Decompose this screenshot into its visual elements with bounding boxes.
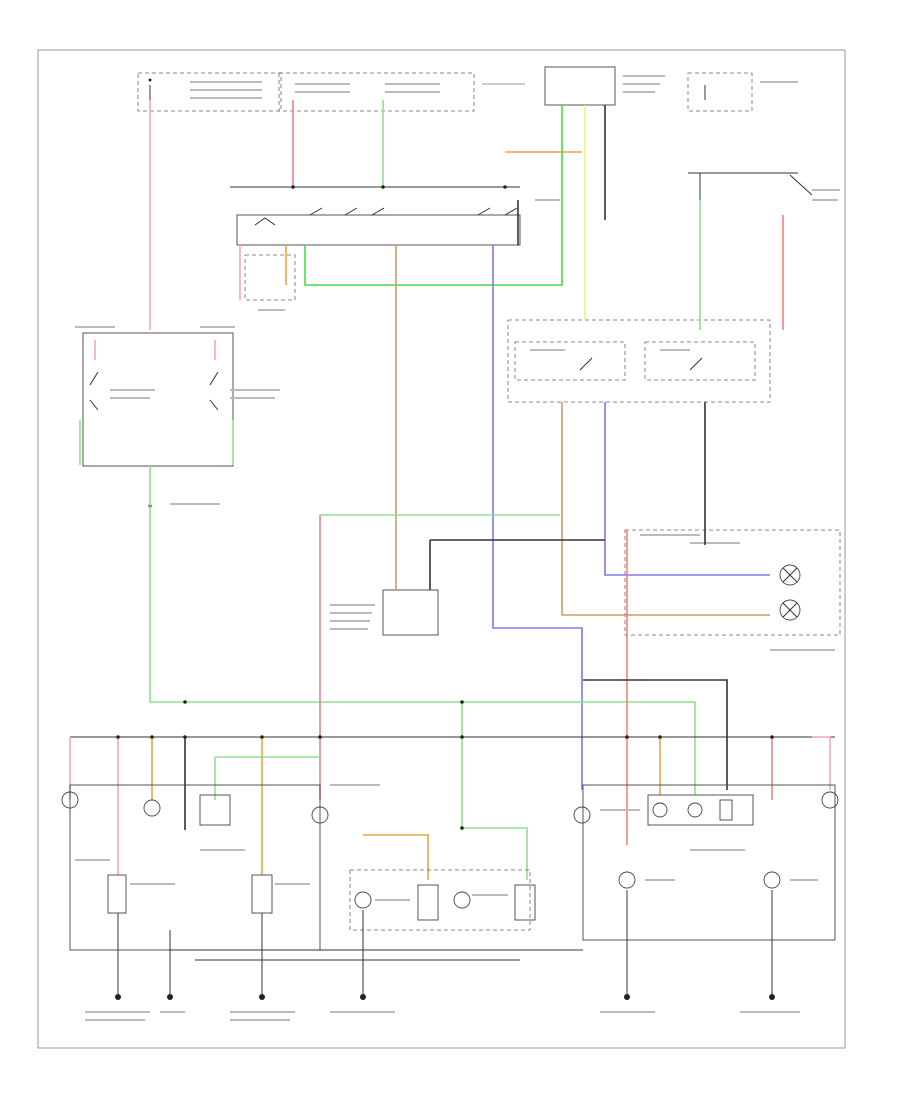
left-rear-lamp-cluster xyxy=(61,784,321,951)
brake-light-switches xyxy=(75,326,280,508)
instrument-cluster xyxy=(624,529,841,651)
right-rear-lamp-cluster xyxy=(573,784,839,941)
relay-box-top xyxy=(544,66,665,106)
hazard-switch xyxy=(230,186,560,311)
center-lamp-group xyxy=(311,784,536,931)
combination-switch xyxy=(507,319,771,403)
fuse-block-right xyxy=(687,72,798,112)
fuse-block-left xyxy=(137,72,282,112)
turn-signal-flasher xyxy=(330,589,439,636)
right-switch xyxy=(688,172,840,215)
fuse-block-center xyxy=(278,72,525,112)
junction-dots xyxy=(116,185,774,830)
diagram-frame xyxy=(37,49,846,1049)
ground-points xyxy=(85,994,800,1021)
